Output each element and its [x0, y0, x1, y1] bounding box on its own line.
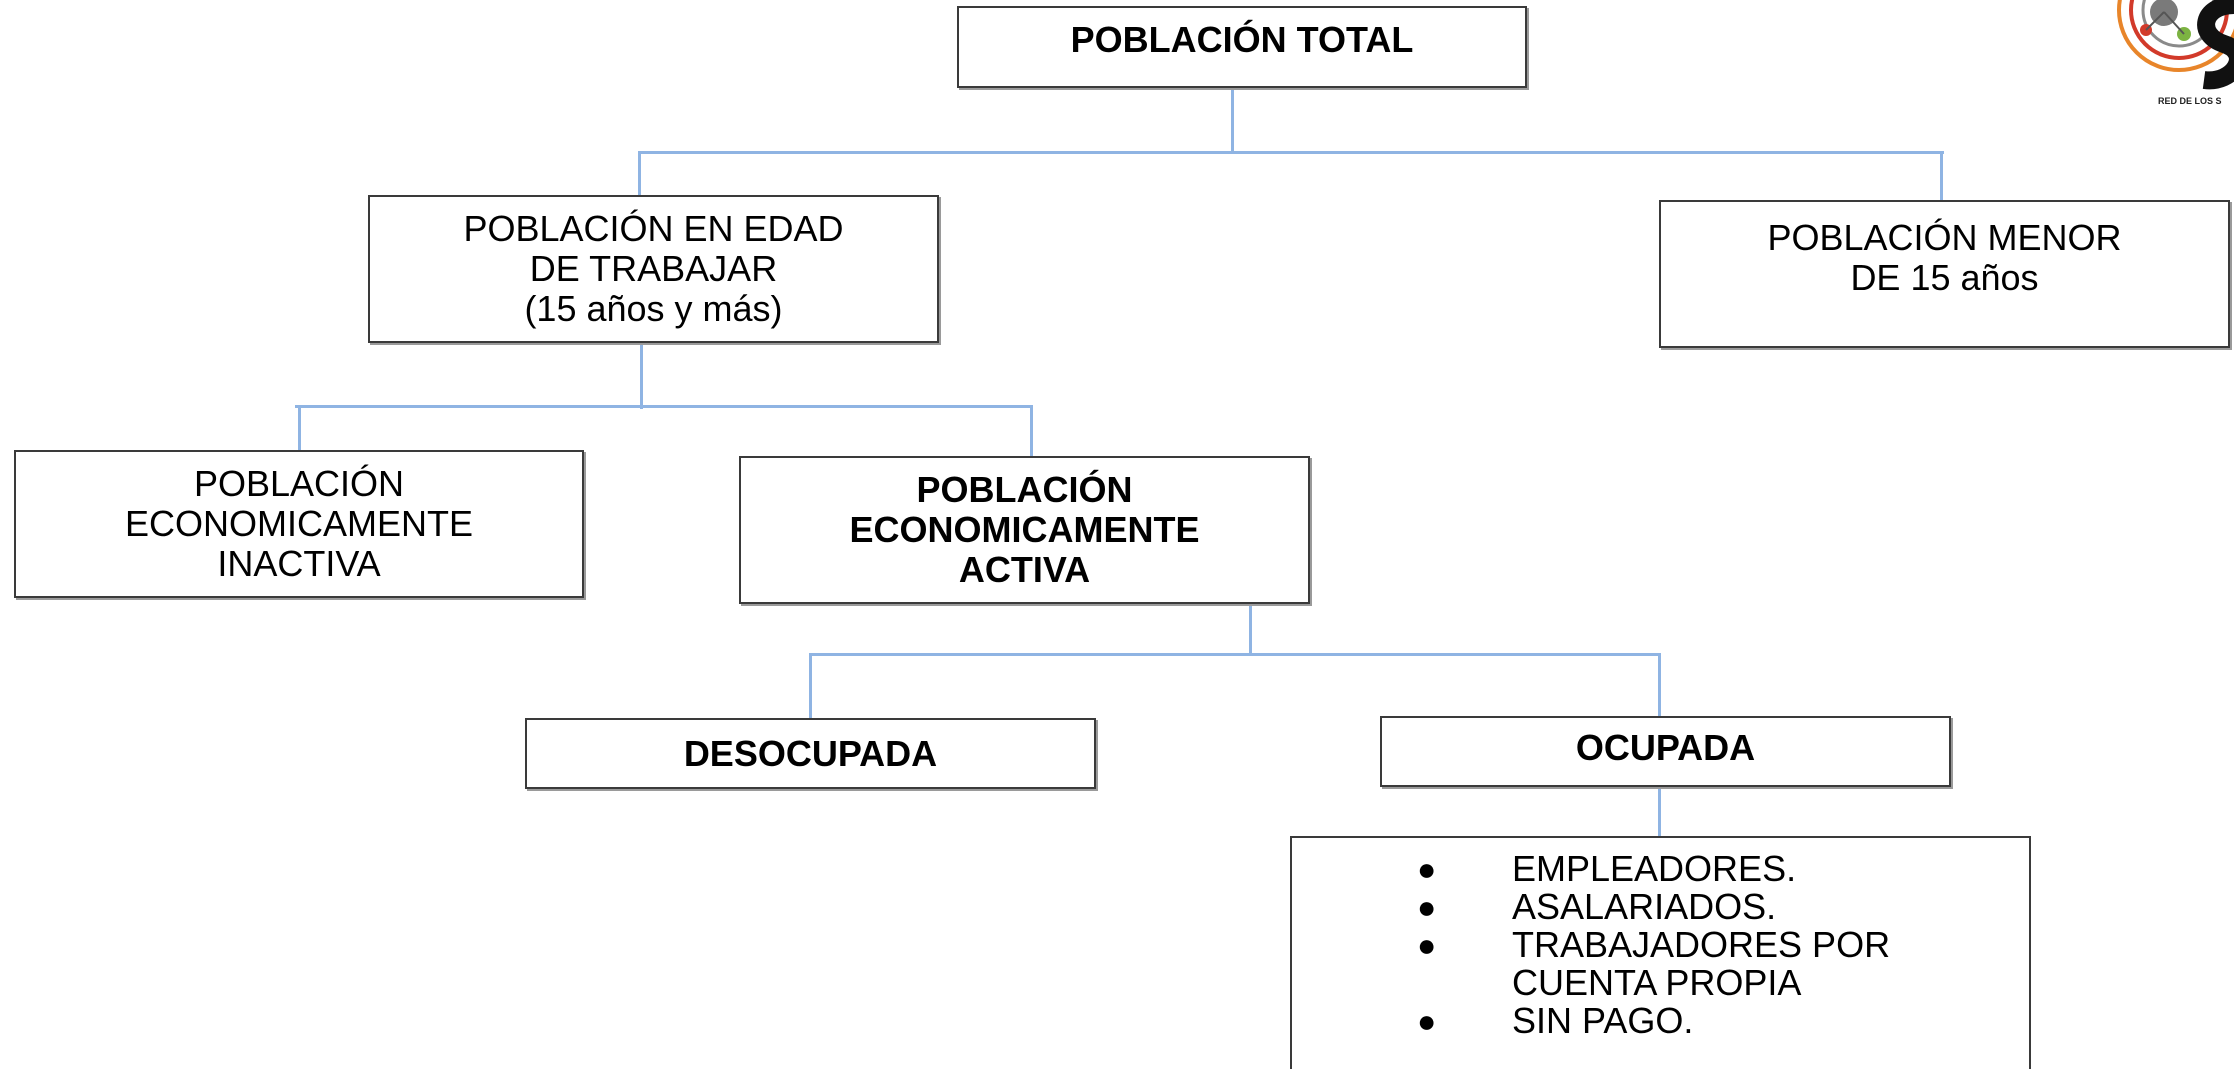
bullet-icon: ●: [1417, 851, 1437, 887]
connector-activa-down: [1249, 604, 1252, 656]
node-poblacion-edad-trabajar: POBLACIÓN EN EDAD DE TRABAJAR (15 años y…: [368, 195, 939, 343]
connector-to-desocupada: [809, 653, 812, 718]
logo: [2084, 0, 2234, 115]
list-item-label: ASALARIADOS.: [1512, 886, 1777, 927]
node-poblacion-activa: POBLACIÓN ECONOMICAMENTE ACTIVA: [739, 456, 1310, 604]
ocupada-categories-list: ● EMPLEADORES. ● ASALARIADOS. ● TRABAJAD…: [1290, 836, 2031, 1069]
connector-total-down: [1231, 88, 1234, 154]
list-item: ● ASALARIADOS.: [1292, 888, 2029, 926]
node-poblacion-inactiva: POBLACIÓN ECONOMICAMENTE INACTIVA: [14, 450, 584, 598]
list-item-label: EMPLEADORES.: [1512, 848, 1797, 889]
list-item-label: SIN PAGO.: [1512, 1000, 1694, 1041]
bullet-icon: ●: [1417, 927, 1437, 963]
connector-to-activa: [1030, 405, 1033, 458]
connector-level2-bar: [295, 405, 1033, 408]
connector-to-inactiva: [298, 405, 301, 452]
connector-to-menor-15: [1940, 151, 1943, 202]
list-item: ● TRABAJADORES POR CUENTA PROPIA: [1292, 926, 2029, 1002]
list-item-label: TRABAJADORES POR CUENTA PROPIA: [1512, 924, 1891, 1003]
list-item: ● EMPLEADORES.: [1292, 850, 2029, 888]
node-poblacion-total: POBLACIÓN TOTAL: [957, 6, 1527, 88]
connector-to-ocupada: [1658, 653, 1661, 717]
node-poblacion-menor-15: POBLACIÓN MENOR DE 15 años: [1659, 200, 2230, 348]
logo-caption: RED DE LOS S: [2158, 96, 2222, 106]
bullet-icon: ●: [1417, 889, 1437, 925]
connector-level1-bar: [638, 151, 1944, 154]
node-ocupada: OCUPADA: [1380, 716, 1951, 787]
logo-graphic-icon: [2117, 0, 2234, 90]
connector-edad-down: [640, 343, 643, 409]
list-item: ● SIN PAGO.: [1292, 1002, 2029, 1040]
bullet-icon: ●: [1417, 1003, 1437, 1039]
node-desocupada: DESOCUPADA: [525, 718, 1096, 789]
connector-to-edad-trabajar: [638, 151, 641, 197]
connector-level3-bar: [809, 653, 1661, 656]
connector-ocupada-down: [1658, 787, 1661, 837]
